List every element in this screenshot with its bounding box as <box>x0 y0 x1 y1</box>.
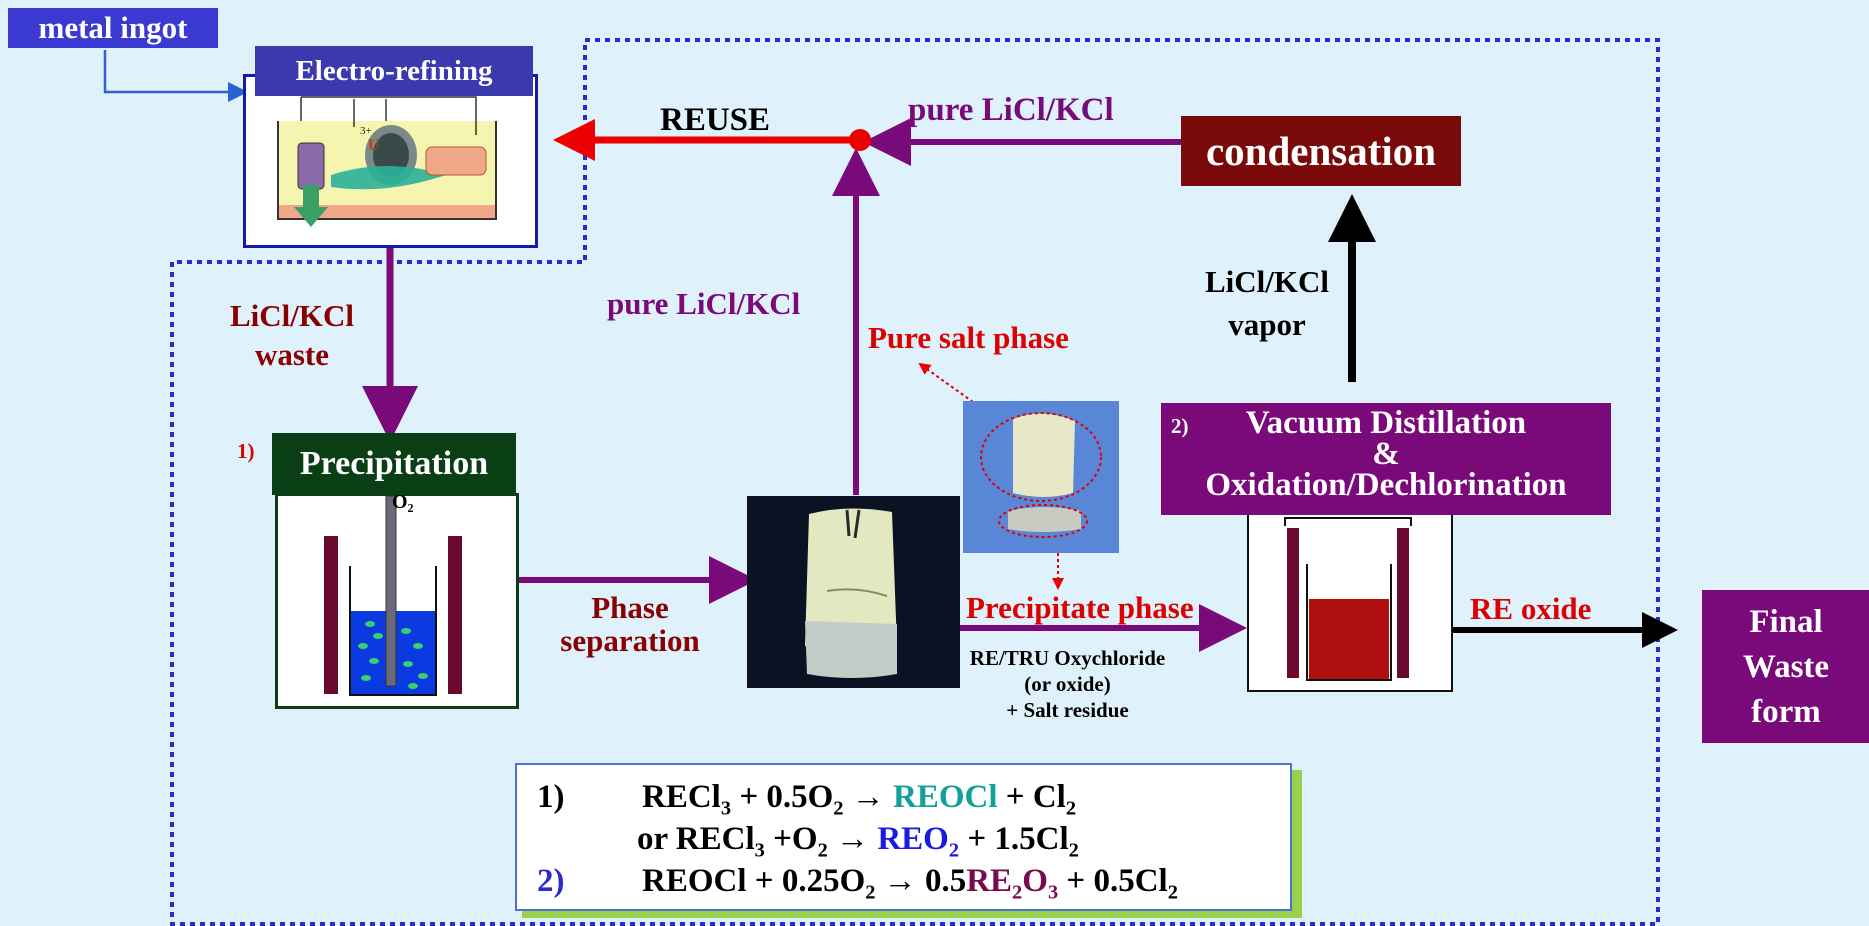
eq1-chlorine: + Cl <box>997 779 1066 815</box>
precipitation-title: Precipitation <box>272 433 516 495</box>
distillation-vessel-illustration <box>1284 517 1412 681</box>
vapor-label: LiCl/KCl vapor <box>1192 264 1342 342</box>
process-boundary <box>170 38 1660 926</box>
eq1-product: REOCl <box>893 779 998 815</box>
eq1-oxygen: + 0.5O <box>731 779 834 815</box>
u3-charge-label: 3+ <box>360 125 372 137</box>
vacuum-title-line2: & <box>1372 436 1400 472</box>
condensation-box: condensation <box>1181 116 1461 186</box>
eq1-reactant: RECl <box>642 779 721 815</box>
equation-2-body: REOCl + 0.25O2 → 0.5RE2O3 + 0.5Cl2 <box>642 863 1178 905</box>
pure-salt-top-label: pure LiCl/KCl <box>908 92 1114 128</box>
equation-1-body: RECl3 + 0.5O2 → REOCl + Cl2 <box>642 779 1076 821</box>
vacuum-title-line1: Vacuum Distillation <box>1245 405 1527 441</box>
eq2-product-sub1: 2 <box>1012 881 1023 904</box>
eq1-arrow: → <box>843 779 894 815</box>
precipitation-step-number: 1) <box>237 439 255 463</box>
pure-salt-left-label: pure LiCl/KCl <box>607 286 801 321</box>
vacuum-distillation-box <box>1247 512 1453 692</box>
electrorefiner-illustration <box>277 96 497 227</box>
eq1-oxygen-sub: 2 <box>833 797 844 820</box>
eq1b-product-sub: 2 <box>948 839 960 862</box>
eq1-chlorine-sub: 2 <box>1065 797 1077 820</box>
o2-label: O₂ <box>392 491 414 513</box>
vapor-line1: LiCl/KCl <box>1204 264 1329 299</box>
eq2-product-oxygen: O <box>1022 863 1048 899</box>
phase-sample-photo <box>963 401 1119 553</box>
final-line2: Waste <box>1742 649 1830 685</box>
reuse-label: REUSE <box>660 102 771 138</box>
final-line1: Final <box>1749 604 1823 640</box>
metal-ingot-label: metal ingot <box>8 8 218 48</box>
metal-ingot-feed-line <box>103 50 248 102</box>
re-oxide-label: RE oxide <box>1470 591 1592 626</box>
eq1b-oxygen: +O <box>764 821 818 857</box>
eq1b-chlorine-sub: 2 <box>1068 839 1079 862</box>
oxychloride-line1: RE/TRU Oxychloride <box>969 646 1166 670</box>
licl-waste-line2: waste <box>254 336 330 372</box>
salt-ingot-photo <box>747 496 960 688</box>
junction-node <box>849 129 871 151</box>
eq1-number: 1) <box>537 779 565 815</box>
vacuum-distillation-title: 2) Vacuum Distillation & Oxidation/Dechl… <box>1161 403 1611 515</box>
eq2-reactant-sub: 2 <box>865 881 876 904</box>
eq1b-arrow: → <box>827 821 878 857</box>
equation-2-number: 2) <box>537 863 565 899</box>
licl-waste-line1: LiCl/KCl <box>229 298 354 333</box>
vacuum-title-line3: Oxidation/Dechlorination <box>1205 467 1567 503</box>
pure-salt-phase-label: Pure salt phase <box>868 320 1069 355</box>
eq1b-product: REO <box>877 821 949 857</box>
equation-1b: or RECl3 +O2 → REO2 + 1.5Cl2 <box>637 821 1079 863</box>
electro-refining-box <box>243 74 538 248</box>
eq2-chlorine-sub: 2 <box>1167 881 1178 904</box>
final-waste-form-box: Final Waste form <box>1702 590 1869 743</box>
precipitation-reactor-illustration <box>324 495 462 696</box>
equation-1: 1) <box>537 779 565 816</box>
eq2-chlorine: + 0.5Cl <box>1058 863 1168 899</box>
licl-waste-label: LiCl/KCl waste <box>212 298 372 372</box>
eq1-reactant-sub: 3 <box>720 797 732 820</box>
oxychloride-label: RE/TRU Oxychloride (or oxide) + Salt res… <box>935 645 1200 723</box>
oxychloride-line3: + Salt residue <box>1006 698 1129 722</box>
eq2-product: RE <box>966 863 1013 899</box>
equation-box: 1) RECl3 + 0.5O2 → REOCl + Cl2 or RECl3 … <box>515 763 1292 911</box>
electro-refining-title: Electro-refining <box>255 46 533 96</box>
eq2-arrow: → 0.5 <box>875 863 967 899</box>
eq2-product-sub2: 3 <box>1047 881 1059 904</box>
vapor-line2: vapor <box>1228 306 1306 342</box>
phase-separation-line2: separation <box>560 622 700 658</box>
eq2-reactant: REOCl + 0.25O <box>642 863 866 899</box>
eq1b-oxygen-sub: 2 <box>817 839 828 862</box>
final-line3: form <box>1751 694 1821 730</box>
eq1b-chlorine: + 1.5Cl <box>959 821 1069 857</box>
precipitate-phase-label: Precipitate phase <box>966 590 1194 625</box>
eq1b-reactant: or RECl <box>637 821 755 857</box>
precipitation-box <box>275 493 519 709</box>
phase-separation-label: Phase separation <box>540 590 720 658</box>
vacuum-step-number: 2) <box>1171 414 1189 438</box>
phase-separation-line1: Phase <box>591 590 669 625</box>
oxychloride-line2: (or oxide) <box>1024 672 1111 696</box>
eq1b-reactant-sub: 3 <box>754 839 765 862</box>
u-ion-label: U <box>368 137 380 154</box>
